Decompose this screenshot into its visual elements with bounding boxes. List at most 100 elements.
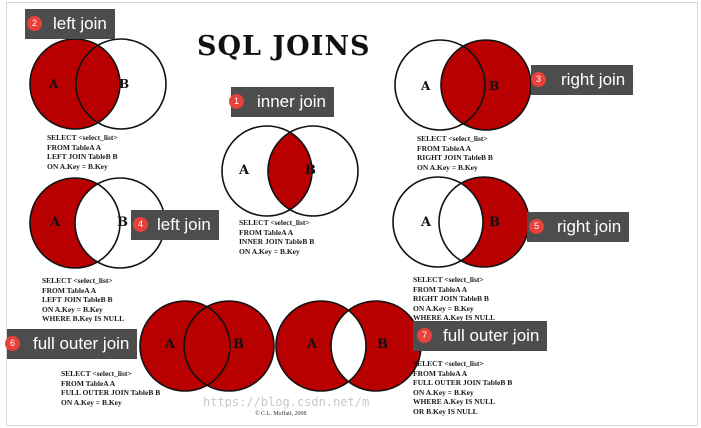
set-a-outline: [221, 125, 313, 217]
set-a-letter: A: [49, 77, 59, 91]
sql-line: ON A.Key = B.Key: [42, 304, 103, 314]
sql-line: WHERE A.Key IS NULL: [413, 313, 496, 323]
intersection-empty: [331, 301, 366, 391]
sql-line: FROM TableA A: [413, 368, 468, 378]
sql-line: FULL OUTER JOIN TableB B: [61, 388, 161, 398]
set-a-outline: [29, 38, 121, 130]
set-b-letter: B: [119, 77, 130, 91]
badge-number: 7: [417, 328, 432, 343]
set-b-fill: [441, 40, 531, 130]
sql-line: SELECT <select_list>: [413, 359, 484, 368]
sql-line: ON A.Key = B.Key: [47, 161, 108, 171]
tag-label: inner join: [257, 92, 326, 111]
sql-line: RIGHT JOIN TableB B: [417, 153, 493, 163]
sql-line: RIGHT JOIN TableB B: [413, 294, 489, 304]
annotation-tag-inner-join: inner join: [231, 87, 334, 117]
diagram-frame: A B A B A B A B A B A B A B SQL JOINS SE…: [5, 2, 698, 426]
annotation-tag-left-join: left join: [25, 9, 115, 39]
sql-line: SELECT <select_list>: [239, 218, 310, 227]
venn-right-join: [394, 39, 532, 131]
badge-number: 1: [229, 94, 244, 109]
set-a-outline: [394, 39, 486, 131]
set-a-letter: A: [50, 215, 61, 230]
badge-number: 5: [529, 219, 544, 234]
tag-label: left join: [53, 14, 107, 33]
tag-label: right join: [561, 70, 626, 89]
sql-line: WHERE A.Key IS NULL: [413, 397, 496, 407]
sql-line: SELECT <select_list>: [61, 369, 132, 378]
sql-line: LEFT JOIN TableB B: [42, 295, 113, 305]
venn-diagrams: [29, 38, 532, 392]
set-a-fill: [30, 39, 120, 129]
set-a-letter: A: [307, 337, 318, 352]
copyright-credit: © C.L. Moffatt, 2008: [255, 411, 307, 417]
set-b-outline: [75, 38, 167, 130]
badge-number: 2: [27, 16, 42, 31]
set-a-outline: [392, 176, 484, 268]
annotation-tag-full-outer-join: full outer join: [7, 329, 138, 359]
set-a-letter: A: [421, 215, 432, 230]
venn-left-join: [29, 38, 167, 130]
sql-line: ON A.Key = B.Key: [413, 387, 474, 397]
set-a-letter: A: [239, 163, 250, 178]
set-b-outline: [267, 125, 359, 217]
set-b-letter: B: [489, 215, 500, 230]
set-a-letter: A: [165, 337, 176, 352]
set-b-letter: B: [305, 163, 316, 178]
badge-number: 3: [531, 72, 546, 87]
set-b-fill: [184, 301, 274, 391]
tag-label: left join: [157, 215, 211, 234]
set-b-letter: B: [117, 215, 128, 230]
annotation-tag-full-outer-join-exclusive: full outer join: [413, 321, 548, 351]
sql-line: WHERE B.Key IS NULL: [42, 314, 125, 324]
badge-number: 6: [5, 336, 20, 351]
venn-right-join-exclusive: [392, 176, 530, 268]
tag-label: full outer join: [33, 334, 130, 353]
set-a-letter: A: [421, 79, 431, 93]
sql-line: ON A.Key = B.Key: [413, 303, 474, 313]
set-b-letter: B: [489, 79, 500, 93]
sql-line: FULL OUTER JOIN TableB B: [413, 378, 513, 388]
sql-line: FROM TableA A: [47, 142, 102, 152]
sql-line: LEFT JOIN TableB B: [47, 152, 118, 162]
sql-line: FROM TableA A: [239, 227, 294, 237]
set-b-letter: B: [377, 337, 388, 352]
csdn-footer-watermark: CSDN @why0706y: [525, 401, 646, 417]
tag-label: right join: [557, 217, 622, 236]
set-b-outline: [183, 300, 275, 392]
set-a-outline: [275, 300, 367, 392]
sql-line: SELECT <select_list>: [413, 275, 484, 284]
sql-line: ON A.Key = B.Key: [61, 397, 122, 407]
sql-line: INNER JOIN TableB B: [239, 237, 315, 247]
tag-label: full outer join: [443, 326, 540, 345]
diagram-title: SQL JOINS: [197, 31, 371, 62]
annotation-tag-right-join-exclusive: right join: [527, 212, 630, 242]
sql-line: OR B.Key IS NULL: [413, 406, 478, 416]
sql-line: SELECT <select_list>: [47, 133, 118, 142]
sql-line: FROM TableA A: [417, 143, 472, 153]
intersection-fill: [268, 126, 312, 216]
sql-line: SELECT <select_list>: [42, 276, 113, 285]
sql-line: FROM TableA A: [413, 284, 468, 294]
badge-number: 4: [133, 217, 148, 232]
set-a-outline: [29, 177, 121, 269]
venn-inner-join: [221, 125, 359, 217]
venn-full-outer-join-exclusive: [275, 300, 422, 392]
set-b-only-fill: [439, 177, 529, 267]
sql-line: FROM TableA A: [42, 285, 97, 295]
watermark-url: https://blog.csdn.net/m: [203, 395, 370, 409]
sql-line: ON A.Key = B.Key: [239, 246, 300, 256]
set-b-letter: B: [233, 337, 244, 352]
annotation-tag-right-join: right join: [531, 65, 634, 95]
venn-full-outer-join: [139, 300, 275, 392]
set-a-outline: [139, 300, 231, 392]
sql-line: FROM TableA A: [61, 378, 116, 388]
sql-line: ON A.Key = B.Key: [417, 162, 478, 172]
